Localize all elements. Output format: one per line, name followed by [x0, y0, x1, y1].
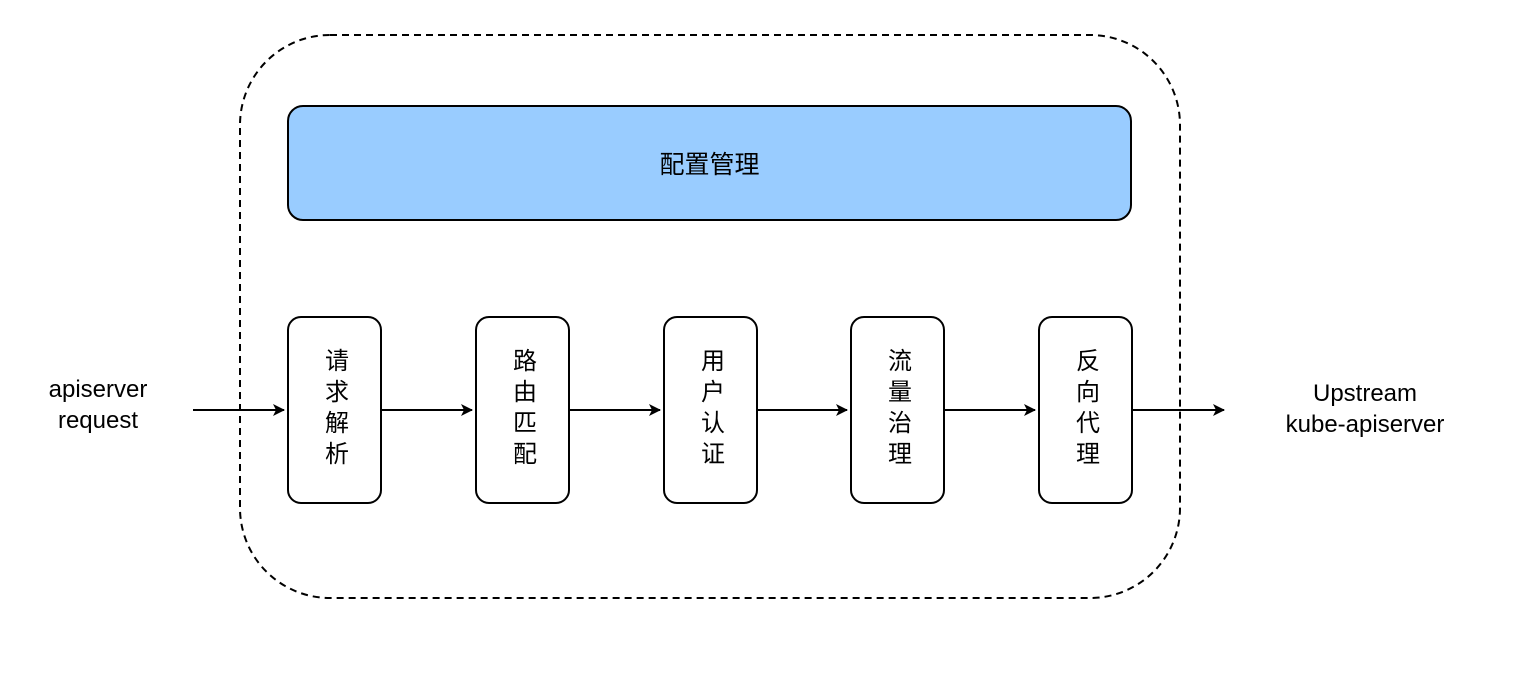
stage-label: 流量治理: [883, 348, 912, 472]
stage-request-parsing: 请求解析: [287, 316, 382, 504]
stage-label: 请求解析: [320, 348, 349, 472]
stage-route-matching: 路由匹配: [475, 316, 570, 504]
stage-label: 路由匹配: [508, 348, 537, 472]
config-management-box: 配置管理: [287, 105, 1132, 221]
config-management-label: 配置管理: [659, 150, 760, 179]
input-label: apiserver request: [20, 374, 176, 436]
stage-traffic-governance: 流量治理: [850, 316, 945, 504]
stage-label: 用户认证: [696, 348, 725, 472]
output-label-line1: Upstream: [1312, 380, 1418, 407]
input-label-line2: request: [57, 407, 139, 434]
stage-label: 反向代理: [1071, 348, 1100, 472]
stage-user-auth: 用户认证: [663, 316, 758, 504]
output-label-line2: kube-apiserver: [1285, 411, 1445, 438]
gateway-boundary: [239, 34, 1181, 599]
output-label: Upstream kube-apiserver: [1250, 378, 1480, 440]
stage-reverse-proxy: 反向代理: [1038, 316, 1133, 504]
input-label-line1: apiserver: [48, 376, 148, 403]
